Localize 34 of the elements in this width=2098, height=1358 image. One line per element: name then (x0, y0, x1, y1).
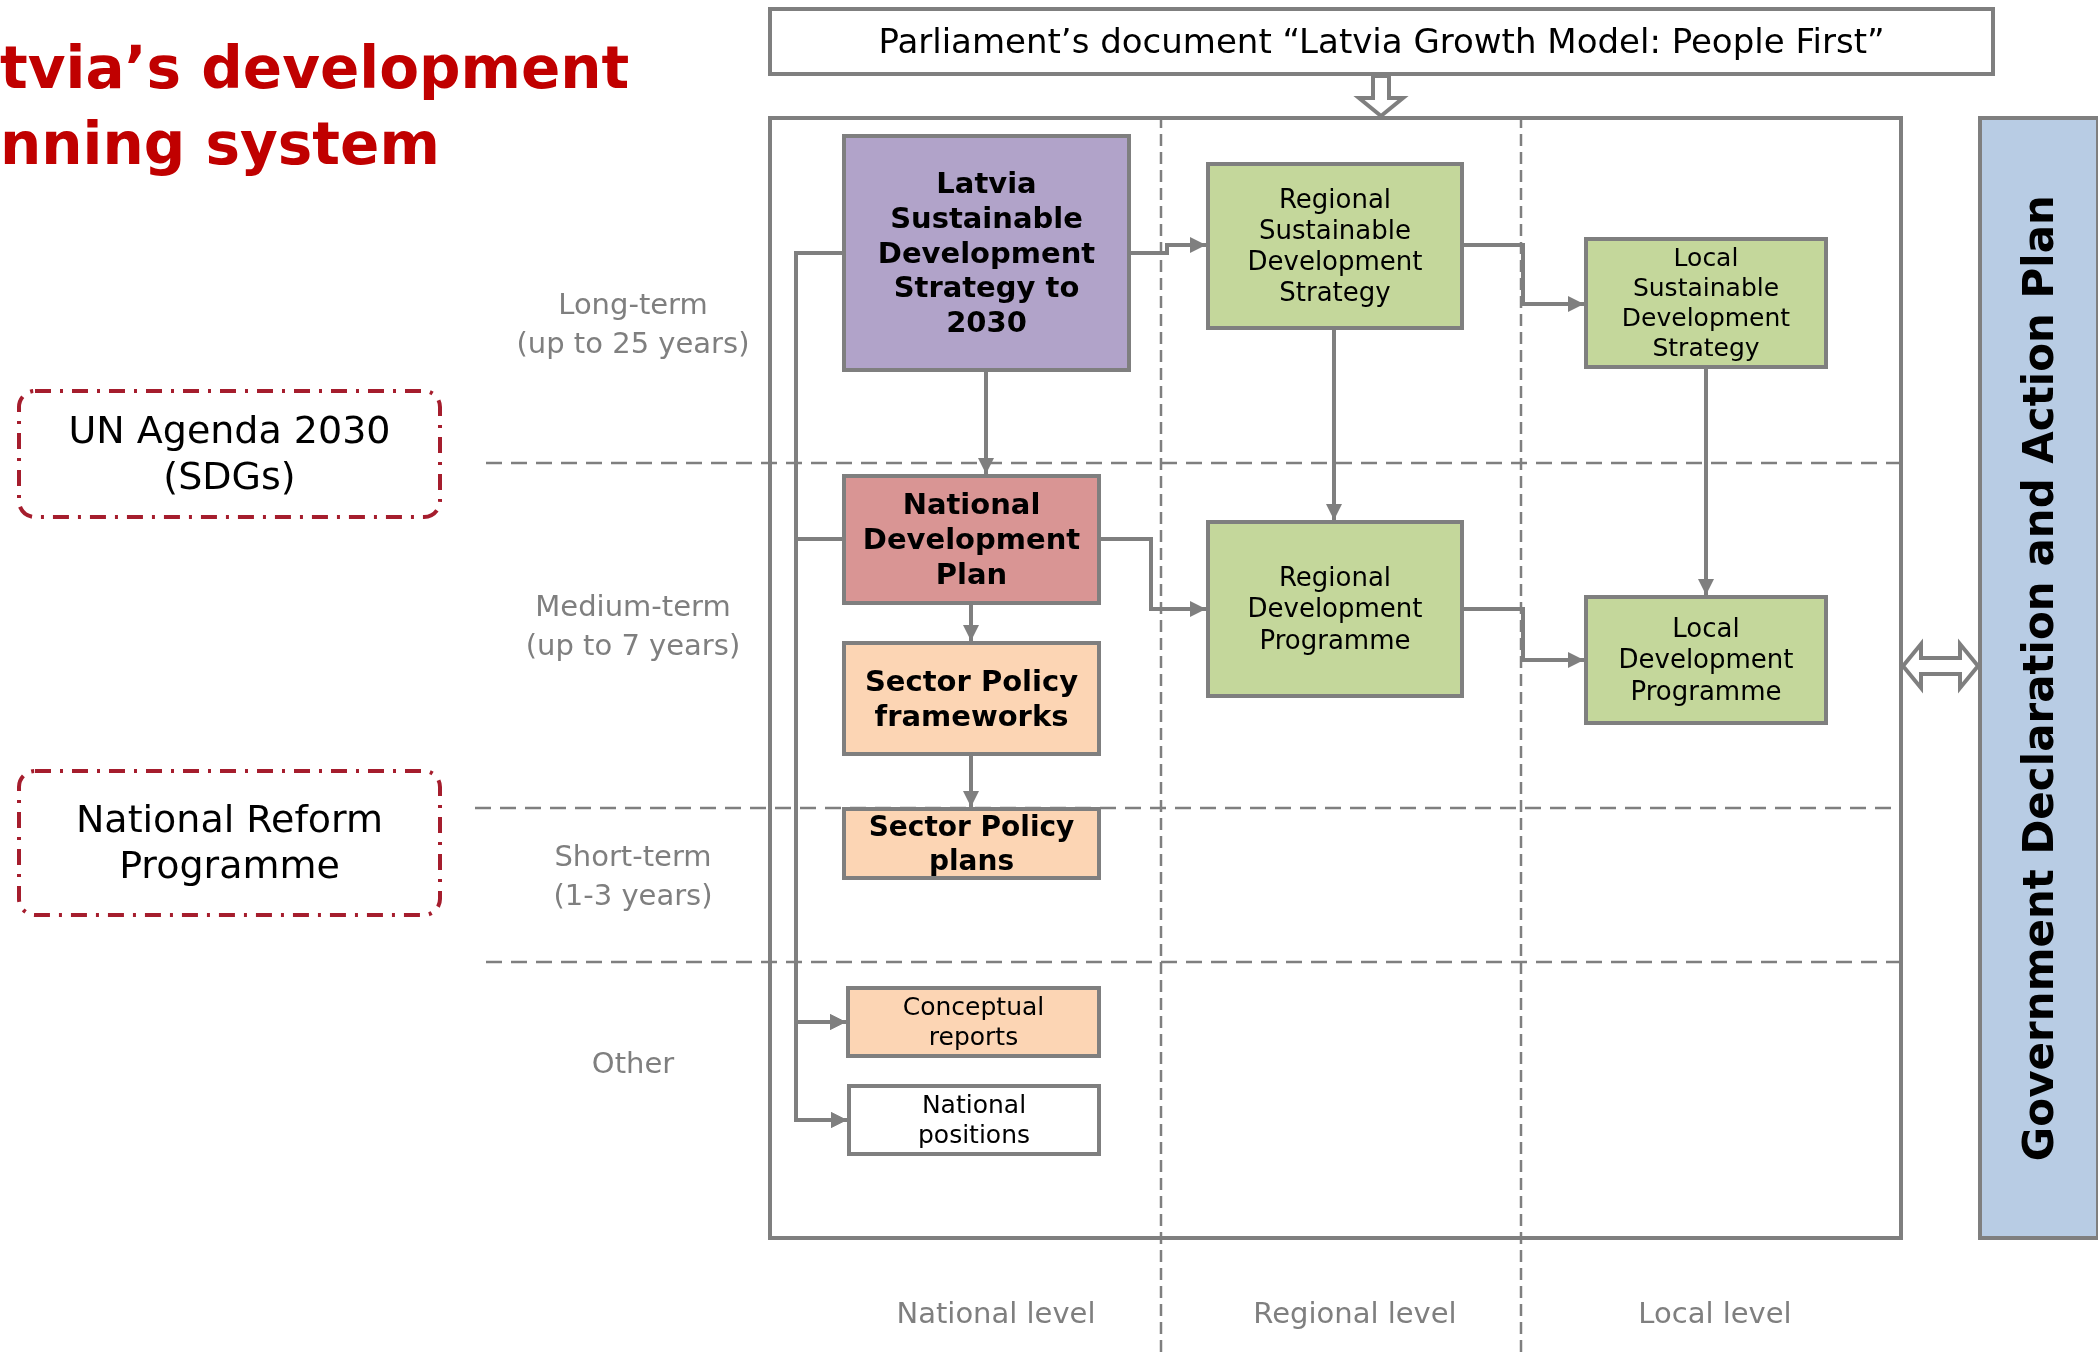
arrow (1326, 330, 1342, 520)
planning-box: Local Sustainable Development Strategy (1584, 237, 1828, 369)
row-label: Long-term (up to 25 years) (516, 285, 750, 362)
policy-box: Sector Policy plans (842, 807, 1101, 880)
policy-box: Conceptual reports (846, 986, 1101, 1058)
arrow (1698, 369, 1714, 595)
hollow-arrow (1900, 638, 1981, 694)
row-label: Medium-term (up to 7 years) (525, 587, 741, 664)
arrow (1464, 607, 1584, 668)
arrow (978, 372, 994, 474)
hollow-arrow (1353, 74, 1409, 119)
title: tvia’s development nning system (0, 33, 631, 180)
plan-box: National Development Plan (842, 474, 1101, 605)
document-box: National positions (847, 1084, 1101, 1156)
action-plan-bar: Government Declaration and Action Plan (1978, 116, 2098, 1240)
arrow (1131, 237, 1206, 255)
planning-box: Local Development Programme (1584, 595, 1828, 725)
planning-box: Regional Sustainable Development Strategy (1206, 162, 1464, 330)
column-label: Local level (1638, 1295, 1792, 1333)
arrow (1101, 537, 1206, 617)
planning-box: Regional Development Programme (1206, 520, 1464, 698)
column-label: National level (896, 1295, 1096, 1333)
arrow (963, 605, 979, 641)
arrow (1464, 243, 1584, 312)
column-label: Regional level (1253, 1295, 1457, 1333)
external-document-box: National Reform Programme (17, 769, 442, 917)
strategy-box: Latvia Sustainable Development Strategy to 2030 (842, 134, 1131, 372)
policy-box: Sector Policy frameworks (842, 641, 1101, 756)
document-box: Parliament’s document “Latvia Growth Model: People First” (768, 7, 1995, 76)
planning-frame (768, 116, 1903, 1240)
row-label: Short-term (1-3 years) (553, 837, 713, 914)
arrow (963, 756, 979, 807)
external-document-box: UN Agenda 2030 (SDGs) (17, 389, 442, 519)
row-label: Other (591, 1045, 675, 1083)
